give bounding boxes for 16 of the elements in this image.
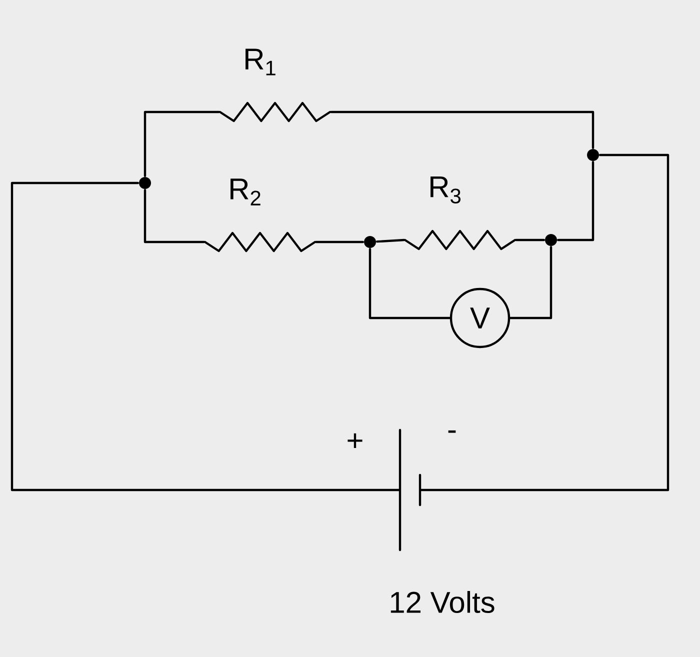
wire <box>515 238 545 242</box>
wire <box>376 238 405 243</box>
junction-dot <box>139 177 151 189</box>
wire <box>10 182 400 492</box>
junction-dot <box>545 234 557 246</box>
wire <box>330 110 594 149</box>
wire <box>368 248 452 320</box>
voltage-label: 12 Volts <box>390 591 494 614</box>
wire <box>144 189 205 244</box>
wire <box>557 161 594 242</box>
junction-dot <box>587 149 599 161</box>
junction-dot <box>364 236 376 248</box>
wire <box>315 240 364 244</box>
wire <box>144 110 220 177</box>
wire <box>420 154 670 492</box>
wire <box>509 246 552 320</box>
